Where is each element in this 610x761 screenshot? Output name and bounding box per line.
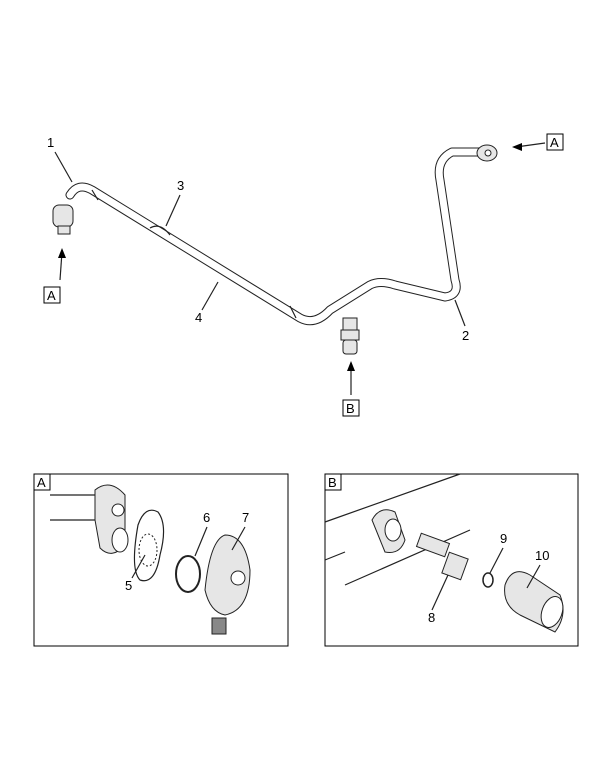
view-b-label: B [346,401,355,416]
main-callouts: 1 2 3 4 A A B [43,133,564,417]
callout-10: 10 [535,548,549,563]
callout-7: 7 [242,510,249,525]
callout-3: 3 [177,178,184,193]
callout-4: 4 [195,310,202,325]
detail-b-panel: B 8 9 10 [324,473,579,647]
callout-9: 9 [500,531,507,546]
fuel-tube-assembly [52,144,498,355]
callout-6: 6 [203,510,210,525]
callout-5: 5 [125,578,132,593]
view-a-label-right: A [550,135,559,150]
detail-a-panel: A 5 6 7 [33,473,289,647]
callout-2: 2 [462,328,469,343]
view-a-label-left: A [47,288,56,303]
callout-1: 1 [47,135,54,150]
detail-a-label: A [37,475,46,490]
detail-b-label: B [328,475,337,490]
callout-8: 8 [428,610,435,625]
